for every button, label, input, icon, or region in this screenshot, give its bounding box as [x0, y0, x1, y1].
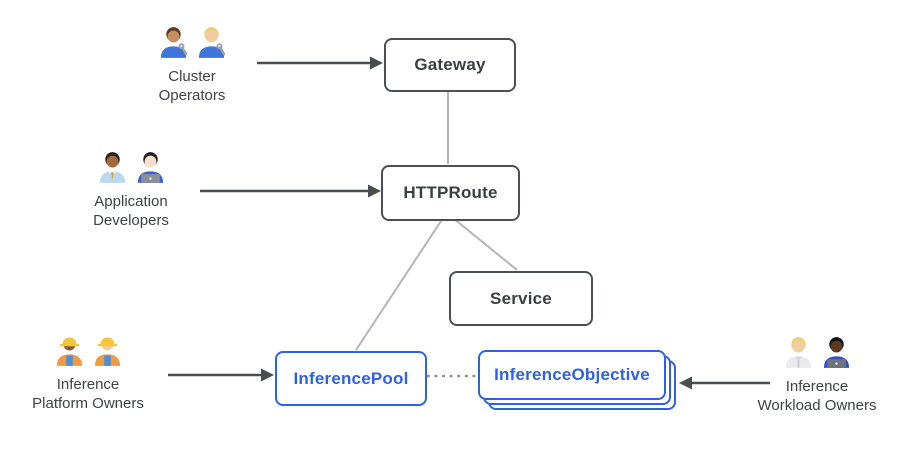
edge-cluster-operators-gateway [257, 56, 383, 70]
node-gateway-label: Gateway [414, 55, 486, 74]
persona-inference-platform-owners: Inference Platform Owners [11, 334, 165, 413]
health-worker-icon [782, 334, 815, 374]
persona-cluster-operators: Cluster Operators [115, 26, 269, 105]
inference-workload-owners-icons [740, 336, 894, 374]
man-construction-worker-icon [91, 332, 124, 372]
node-inferenceobjective-stack: InferenceObjective [478, 350, 676, 410]
edge-workload-owners-inferenceobjective [679, 376, 770, 390]
application-developers-icons [54, 151, 208, 189]
dark-skin-technologist-icon [820, 334, 853, 374]
node-gateway: Gateway [384, 38, 516, 92]
persona-label-line: Inference [56, 376, 120, 393]
persona-inference-workload-owners: Inference Workload Owners [740, 336, 894, 415]
node-inferencepool: InferencePool [275, 351, 427, 406]
edge-httproute-service [452, 217, 518, 271]
node-inferenceobjective: InferenceObjective [478, 350, 666, 400]
node-httproute-label: HTTPRoute [403, 183, 498, 202]
persona-label-line: Inference [785, 378, 849, 395]
persona-label-line: Workload Owners [757, 397, 877, 415]
cluster-operators-icons [115, 26, 269, 64]
man-office-worker-icon [96, 149, 129, 189]
node-httproute: HTTPRoute [381, 165, 520, 221]
node-service: Service [449, 271, 593, 326]
inference-platform-owners-icons [11, 334, 165, 372]
edge-httproute-inferencepool [355, 217, 444, 351]
woman-technologist-icon [134, 149, 167, 189]
node-inferenceobjective-label: InferenceObjective [494, 365, 650, 384]
woman-construction-worker-icon [53, 332, 86, 372]
persona-label-line: Platform Owners [32, 395, 144, 413]
node-service-label: Service [490, 288, 552, 308]
edge-platform-owners-inferencepool [168, 368, 274, 382]
persona-label-line: Application [94, 193, 168, 210]
persona-application-developers: Application Developers [54, 151, 208, 230]
woman-mechanic-icon [195, 24, 228, 64]
man-mechanic-icon [157, 24, 190, 64]
node-inferencepool-label: InferencePool [293, 368, 409, 388]
persona-label-line: Operators [158, 87, 226, 105]
edge-application-developers-httproute [200, 184, 381, 198]
persona-label-line: Developers [93, 212, 169, 230]
persona-label-line: Cluster [168, 68, 216, 85]
